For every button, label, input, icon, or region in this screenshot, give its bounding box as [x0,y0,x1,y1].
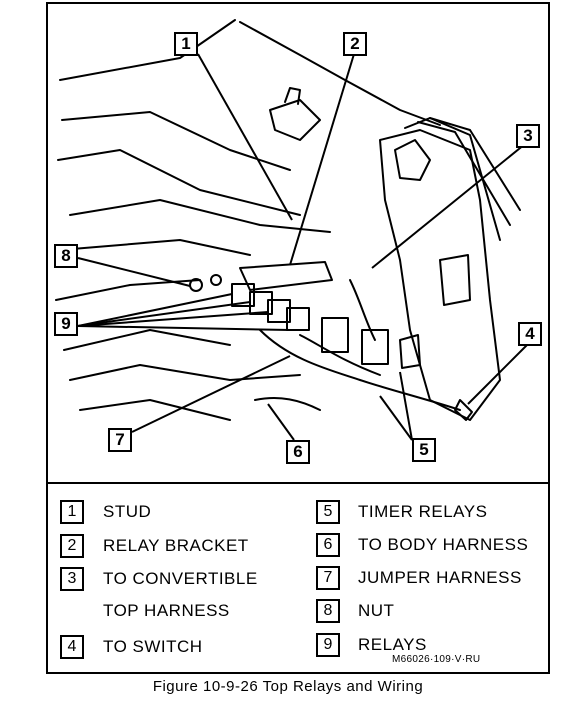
leader-7 [131,355,291,433]
legend-label-body-harness: TO BODY HARNESS [358,535,529,554]
legend-label-relays: RELAYS [358,635,427,654]
relay-4 [286,307,310,331]
relay-wiring-illustration [55,19,531,441]
legend-num-7: 7 [316,566,340,590]
hinge-bracket [269,99,321,141]
legend-label-jumper-harness: JUMPER HARNESS [358,568,522,587]
legend-label-relay-bracket: RELAY BRACKET [103,536,249,555]
figure-frame [46,2,550,674]
legend-num-1: 1 [60,500,84,524]
callout-timer-relays: 5 [412,438,436,462]
legend-label-convertible: TO CONVERTIBLE [103,569,258,588]
legend-label-timer-relays: TIMER RELAYS [358,502,488,521]
quarter-trim-panel [379,129,501,421]
relay-bracket-drawing [239,261,333,291]
legend-num-3: 3 [60,567,84,591]
callout-nut: 8 [54,244,78,268]
harness-wire [259,329,461,411]
callout-body-harness: 6 [286,440,310,464]
figure-caption: Figure 10-9-26 Top Relays and Wiring [152,678,424,695]
callout-convertible-top-harness: 3 [516,124,540,148]
legend-label-top-harness: TOP HARNESS [103,601,230,620]
callout-to-switch: 4 [518,322,542,346]
legend-num-2: 2 [60,534,84,558]
callout-jumper-harness: 7 [108,428,132,452]
leader-8 [77,257,191,287]
legend-num-4: 4 [60,635,84,659]
leader-9b [77,301,251,327]
leader-9a [77,293,233,327]
leader-2 [289,53,355,266]
leader-4 [467,341,531,405]
relay-3 [267,299,291,323]
leader-5a [379,395,413,441]
legend-num-9: 9 [316,633,340,657]
legend-num-8: 8 [316,599,340,623]
leader-9c [77,311,269,327]
timer-relay-2 [361,329,389,365]
leader-1 [197,53,293,221]
callout-relay-bracket: 2 [343,32,367,56]
leader-3 [371,139,531,269]
legend-label-nut: NUT [358,601,395,620]
legend-num-5: 5 [316,500,340,524]
legend-label-stud: STUD [103,502,152,521]
leader-5b [399,371,413,441]
callout-stud: 1 [174,32,198,56]
body-outline-top [59,19,236,81]
leader-6 [267,403,295,441]
legend-num-6: 6 [316,533,340,557]
legend-label-to-switch: TO SWITCH [103,637,203,656]
timer-relay-1 [321,317,349,353]
callout-relays: 9 [54,312,78,336]
drawing-code: M66026·109·V·RU [392,654,481,665]
legend-divider [48,482,548,484]
leader-9d [77,325,291,331]
